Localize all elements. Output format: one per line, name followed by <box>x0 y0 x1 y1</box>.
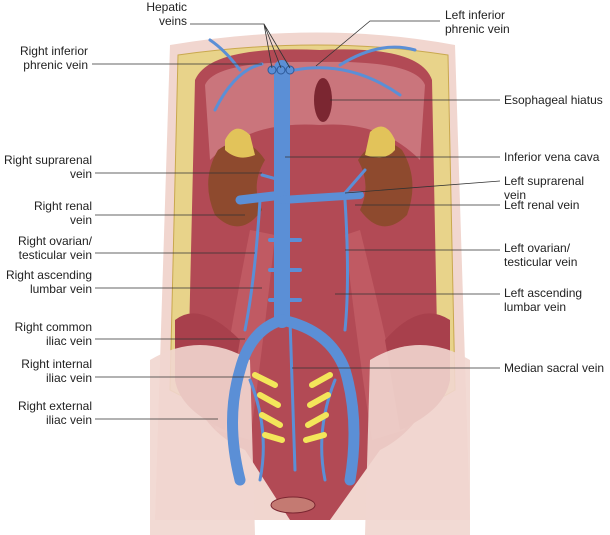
label-line: Right inferior <box>19 44 88 58</box>
venous-system <box>208 38 417 486</box>
label-line: phrenic vein <box>445 22 510 36</box>
label-left-renal-vein: Left renal vein <box>504 198 580 212</box>
label-line: Right external <box>17 399 92 413</box>
label-line: lumbar vein <box>504 300 567 314</box>
label-right-ovarian-testicular-vein: Right ovarian/testicular vein <box>18 234 92 262</box>
diaphragm <box>205 61 425 160</box>
label-inferior-vena-cava: Inferior vena cava <box>504 150 600 164</box>
label-line: vein <box>69 167 92 181</box>
label-line: Left inferior <box>445 8 506 22</box>
right-suprarenal-gland <box>225 128 255 158</box>
label-line: Left suprarenal <box>504 174 585 188</box>
label-line: lumbar vein <box>29 282 92 296</box>
label-line: Left ovarian/ <box>504 241 571 255</box>
label-line: Right internal <box>21 357 92 371</box>
label-line: Left ascending <box>504 286 583 300</box>
label-line: iliac vein <box>45 334 92 348</box>
label-line: testicular vein <box>18 248 92 262</box>
label-line: phrenic vein <box>23 58 88 72</box>
label-line: testicular vein <box>504 255 578 269</box>
label-line: Right common <box>14 320 92 334</box>
label-line: Hepatic <box>146 0 187 14</box>
label-line: Right renal <box>33 199 92 213</box>
label-median-sacral-vein: Median sacral vein <box>504 361 605 375</box>
leader-lines <box>92 20 501 420</box>
esophageal-hiatus-opening <box>314 78 332 122</box>
right-kidney <box>208 142 265 227</box>
label-line: iliac vein <box>45 371 92 385</box>
label-line: iliac vein <box>45 413 92 427</box>
label-line: vein <box>69 213 92 227</box>
label-line: Right ovarian/ <box>17 234 92 248</box>
sacral-nerves <box>252 372 333 443</box>
label-line: Right suprarenal <box>3 153 92 167</box>
label-line: Right ascending <box>5 268 92 282</box>
label-line: vein <box>504 188 527 202</box>
label-left-ovarian-testicular-vein: Left ovarian/testicular vein <box>504 241 577 269</box>
label-line: veins <box>158 14 187 28</box>
left-suprarenal-gland <box>365 126 395 158</box>
label-esophageal-hiatus: Esophageal hiatus <box>504 93 603 107</box>
